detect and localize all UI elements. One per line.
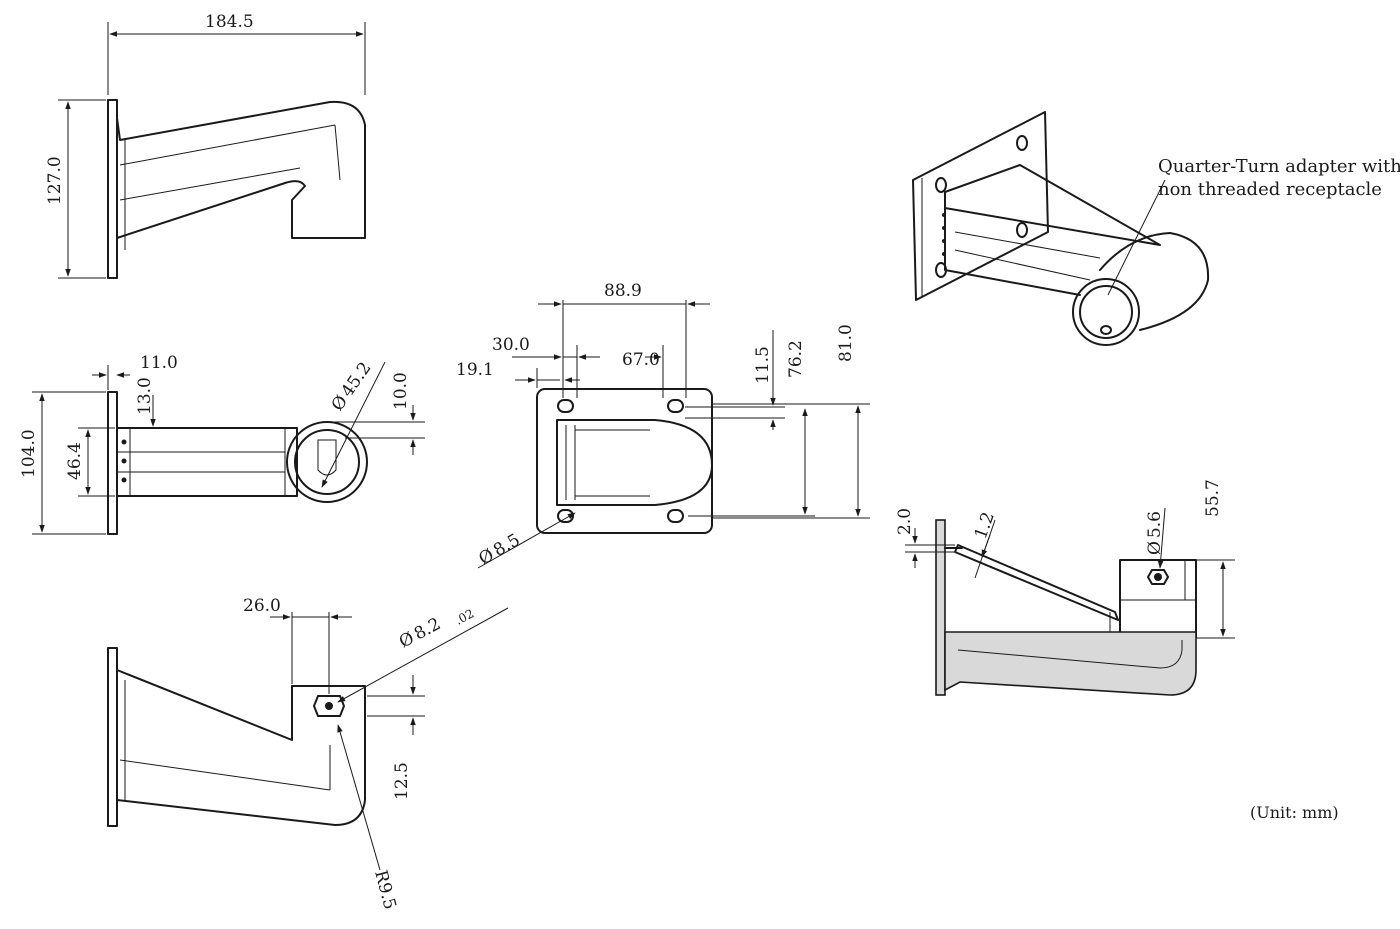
- top-view: 11.0 13.0 104.0 46.4 Ø45.2 10.0: [19, 353, 425, 535]
- svg-text:Ø8.5: Ø8.5: [476, 530, 524, 569]
- dim-ring-offset: 10.0: [391, 372, 411, 410]
- iso-arm-side: [944, 207, 1081, 296]
- dim-overall-height: 127.0: [45, 156, 65, 205]
- dim-slot-offset: 30.0: [492, 335, 530, 355]
- slot-top-right: [667, 399, 684, 413]
- dim-plate-height: 81.0: [836, 324, 856, 362]
- dim-inner-width: 67.0: [622, 350, 660, 370]
- section-bottom-wall: [944, 631, 1197, 696]
- top-view-flange: [107, 391, 118, 535]
- side-view-arm: [116, 100, 366, 239]
- dim-overall-length: 184.5: [205, 12, 254, 32]
- iso-arm-top: [944, 164, 1161, 246]
- lower-view-arm: [116, 669, 366, 826]
- unit-note: (Unit: mm): [1250, 803, 1339, 822]
- callout-line-2: non threaded receptacle: [1158, 179, 1382, 200]
- dim-lower-hole-diameter: 8.2: [411, 614, 444, 644]
- svg-text:Ø5.6: Ø 5.6: [1145, 511, 1165, 555]
- dim-flange-offset: 11.0: [140, 353, 178, 373]
- lower-view-flange: [107, 647, 118, 827]
- iso-receptacle-body: [1099, 232, 1210, 331]
- section-top-wall: [954, 544, 1119, 621]
- slot-top-left: [557, 399, 574, 413]
- svg-text:Ø8.2: Ø8.2: [396, 614, 444, 652]
- section-view: 2.0 1.2 Ø 5.6 55.7: [895, 479, 1235, 696]
- callout-line-1: Quarter-Turn adapter with: [1158, 156, 1400, 177]
- dim-hole-drop: 12.5: [392, 762, 412, 800]
- side-view-flange: [107, 99, 118, 279]
- dim-hole-diameter: 8.5: [490, 530, 523, 561]
- front-plate-outline: [536, 388, 713, 534]
- dim-lower-hole-tolerance: .02: [453, 606, 476, 627]
- top-view-ring-outer: [286, 421, 368, 503]
- dim-flange-height: 104.0: [19, 429, 39, 478]
- dim-tip-width: 26.0: [243, 596, 281, 616]
- slot-bottom-left: [557, 509, 574, 523]
- dim-edge-offset: 19.1: [456, 360, 494, 380]
- slot-bottom-right: [667, 509, 684, 523]
- dim-receptacle-height: 55.7: [1203, 479, 1223, 517]
- side-view: 184.5 127.0: [45, 12, 366, 279]
- lower-view-hole: [313, 695, 345, 717]
- iso-mounting-plate: [912, 111, 1049, 301]
- dim-slot-height: 76.2: [786, 340, 806, 378]
- front-plate-view: 88.9 30.0 67.0 19.1 11.5 76.2 81.0 Ø8.5: [456, 281, 870, 569]
- dim-arm-width: 46.4: [65, 442, 85, 480]
- top-view-arm: [116, 427, 298, 497]
- dim-screw-diameter: 5.6: [1145, 511, 1165, 538]
- dim-ring-diameter: 45.2: [337, 359, 375, 401]
- lower-side-view: 26.0 Ø8.2 .02 12.5 R9.5: [107, 596, 509, 912]
- dim-flange-lip: 2.0: [895, 508, 915, 535]
- dim-wall-thickness: 1.2: [971, 509, 999, 541]
- svg-text:Ø45.2: Ø45.2: [328, 359, 376, 415]
- section-flange: [935, 519, 946, 696]
- dim-slot-spacing: 88.9: [604, 281, 642, 301]
- front-plate-arm: [556, 419, 713, 506]
- dim-slot-top: 11.5: [753, 346, 773, 384]
- top-view-ring-inner: [294, 429, 360, 495]
- dim-radius: R9.5: [370, 868, 400, 912]
- dim-screw-diameter-symbol: Ø: [1145, 541, 1165, 555]
- iso-receptacle-ring: [1072, 278, 1140, 346]
- isometric-view: [912, 111, 1210, 346]
- dim-flange-thickness: 13.0: [135, 377, 155, 415]
